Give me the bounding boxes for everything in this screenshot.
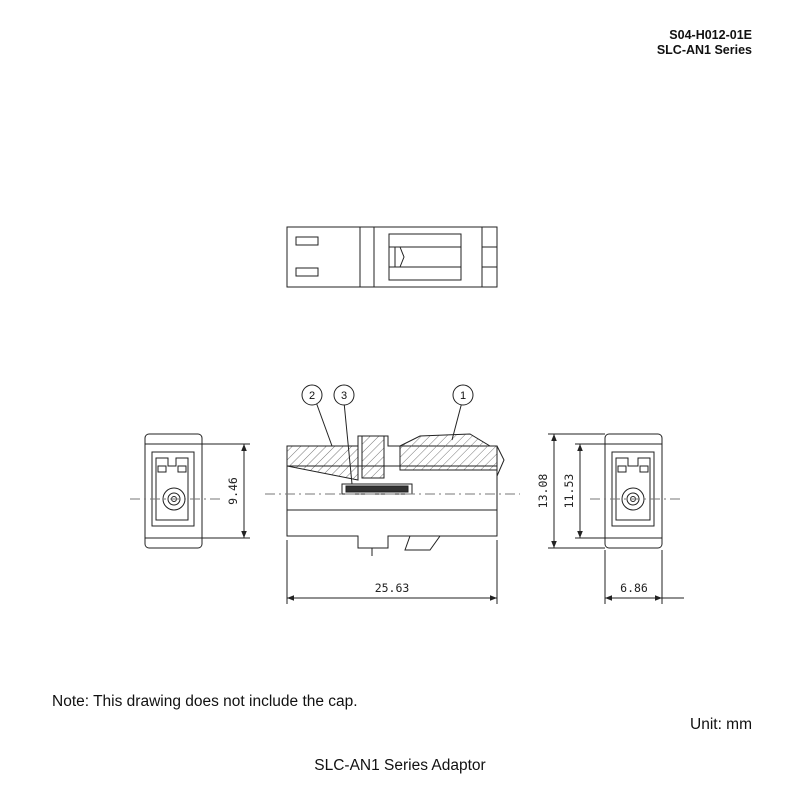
callout-number-1: 1: [460, 390, 466, 402]
dimension-lines: [202, 433, 684, 604]
callout-number-3: 3: [341, 390, 347, 402]
document-id-block: S04-H012-01E SLC-AN1 Series: [657, 28, 752, 58]
unit-label: Unit: mm: [690, 716, 752, 733]
callout-circle-1: [452, 384, 474, 406]
document-number: S04-H012-01E: [669, 28, 752, 42]
top-view: [286, 226, 498, 288]
series-name: SLC-AN1 Series: [656, 43, 752, 57]
front-view-right: [604, 433, 663, 549]
drawing-caption: SLC-AN1 Series Adaptor: [314, 757, 486, 774]
dimension-width-front: 9.46: [226, 477, 240, 505]
callout-number-2: 2: [309, 390, 315, 402]
dimension-length: 25.63: [375, 581, 410, 595]
dimension-height-outer: 13.08: [536, 474, 550, 509]
centerlines: [130, 493, 680, 500]
callout-circle-2: [301, 384, 323, 406]
drawing-note: Note: This drawing does not include the …: [52, 693, 358, 710]
section-view: [286, 401, 505, 556]
front-view-left: [144, 433, 203, 549]
dimension-width-side: 6.86: [620, 581, 648, 595]
callout-circle-3: [333, 384, 355, 406]
dimension-height-inner: 11.53: [562, 474, 576, 509]
